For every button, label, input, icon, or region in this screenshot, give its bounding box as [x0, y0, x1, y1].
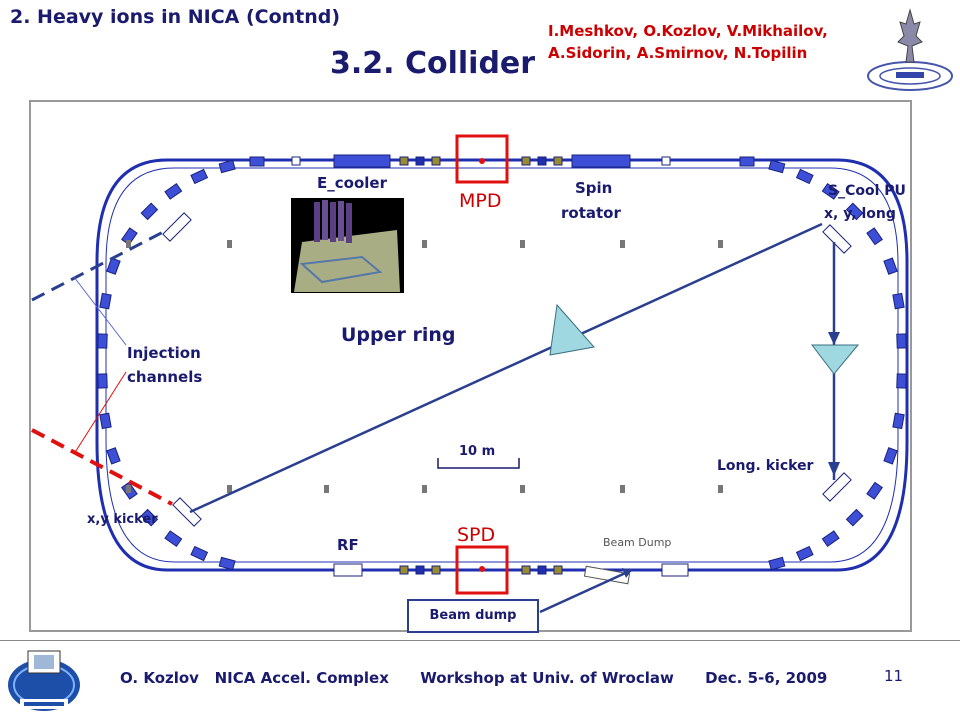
s-cool-pu-label-line-2: x, y, long [824, 206, 896, 222]
spd-box [455, 545, 509, 595]
spin-rotator-label-line-2: rotator [561, 204, 621, 222]
spd-label: SPD [457, 524, 496, 546]
beam-dump-label: Beam dump [407, 599, 539, 633]
bottom-straight-elements [333, 563, 689, 577]
rf-label: RF [337, 536, 359, 554]
page-number: 11 [884, 667, 904, 685]
mpd-center [479, 158, 485, 164]
triangle-pickup-upper [549, 303, 595, 356]
arc-magnets [97, 156, 907, 571]
injection-label-line-2: channels [127, 368, 203, 386]
collider-diagram-frame: E_cooler MPD Spin rotator S_Cool PU x, y… [29, 100, 912, 633]
injection-label-line-1: Injection [127, 344, 201, 362]
ornamental-emblem-icon [867, 8, 953, 91]
arrow-long-kicker [828, 462, 840, 476]
collider-ring-path [95, 158, 909, 572]
xy-kicker-label: x,y kicker [87, 512, 158, 527]
beam-dump-element [583, 565, 631, 585]
long-kicker-element [822, 472, 852, 502]
section-title: 2. Heavy ions in NICA (Contnd) [10, 6, 341, 28]
injection-kicker-top [162, 212, 192, 242]
scale-bar [437, 458, 520, 469]
arrow-down-right [828, 332, 840, 345]
jinr-logo-icon [8, 650, 80, 711]
spd-center [479, 566, 485, 572]
authors: I.Meshkov, O.Kozlov, V.Mikhailov, A.Sido… [548, 20, 828, 64]
beam-dump-small-label: Beam Dump [603, 536, 672, 549]
s-cool-pu-element [822, 224, 852, 254]
injection-pointer-blue [73, 276, 127, 346]
collider-ring-diagram [31, 134, 909, 614]
s-cool-pu-label-line-1: S_Cool PU [828, 183, 906, 199]
authors-line-1: I.Meshkov, O.Kozlov, V.Mikhailov, [548, 22, 828, 40]
e-cooler-label: E_cooler [317, 174, 387, 192]
e-cooler-photo [291, 198, 404, 293]
mpd-box [455, 134, 509, 184]
beam-dump-arrow [539, 568, 633, 614]
authors-line-2: A.Sidorin, A.Smirnov, N.Topilin [548, 44, 808, 62]
xy-kicker-element [172, 497, 202, 527]
triangle-pickup-right [810, 344, 860, 375]
injection-line-red [31, 428, 173, 506]
beam-dump-arrowhead [622, 568, 632, 578]
mpd-label: MPD [459, 190, 502, 212]
upper-ring-label: Upper ring [341, 324, 456, 346]
footer-divider [0, 640, 960, 641]
injection-line-blue [31, 228, 168, 302]
grid-markers [126, 240, 723, 493]
injection-pointer-red [73, 371, 127, 455]
scale-label: 10 m [459, 444, 496, 459]
long-kicker-label: Long. kicker [717, 458, 814, 474]
slide-title: 3.2. Collider [330, 46, 536, 81]
footer-text: O. Kozlov NICA Accel. Complex Workshop a… [120, 669, 828, 687]
spin-rotator-label-line-1: Spin [575, 179, 613, 197]
top-straight-elements [291, 154, 671, 168]
feedback-line [189, 222, 823, 514]
collider-ring-inner-path [105, 167, 899, 563]
